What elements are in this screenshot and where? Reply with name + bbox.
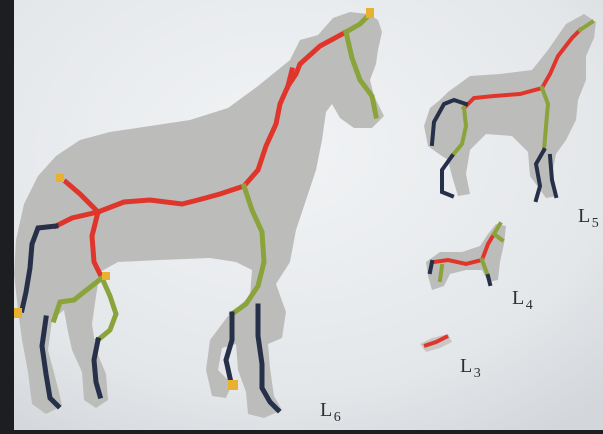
- scale-label-l6: L6: [320, 400, 341, 420]
- label-l5-subscript: 5: [592, 216, 600, 231]
- label-l5-letter: L: [578, 205, 591, 227]
- label-l3-subscript: 3: [474, 366, 482, 381]
- label-l3-letter: L: [460, 355, 473, 377]
- label-l4-subscript: 4: [526, 298, 534, 313]
- scale-label-l5: L5: [578, 206, 599, 226]
- endpoint: [228, 380, 238, 390]
- scale-label-l3: L3: [460, 356, 481, 376]
- endpoint: [14, 308, 22, 318]
- label-l6-subscript: 6: [334, 410, 342, 425]
- label-l6-letter: L: [320, 399, 333, 421]
- endpoint: [366, 8, 374, 18]
- scale-label-l4: L4: [512, 288, 533, 308]
- endpoint: [56, 174, 64, 182]
- endpoint: [102, 272, 110, 280]
- label-l4-letter: L: [512, 287, 525, 309]
